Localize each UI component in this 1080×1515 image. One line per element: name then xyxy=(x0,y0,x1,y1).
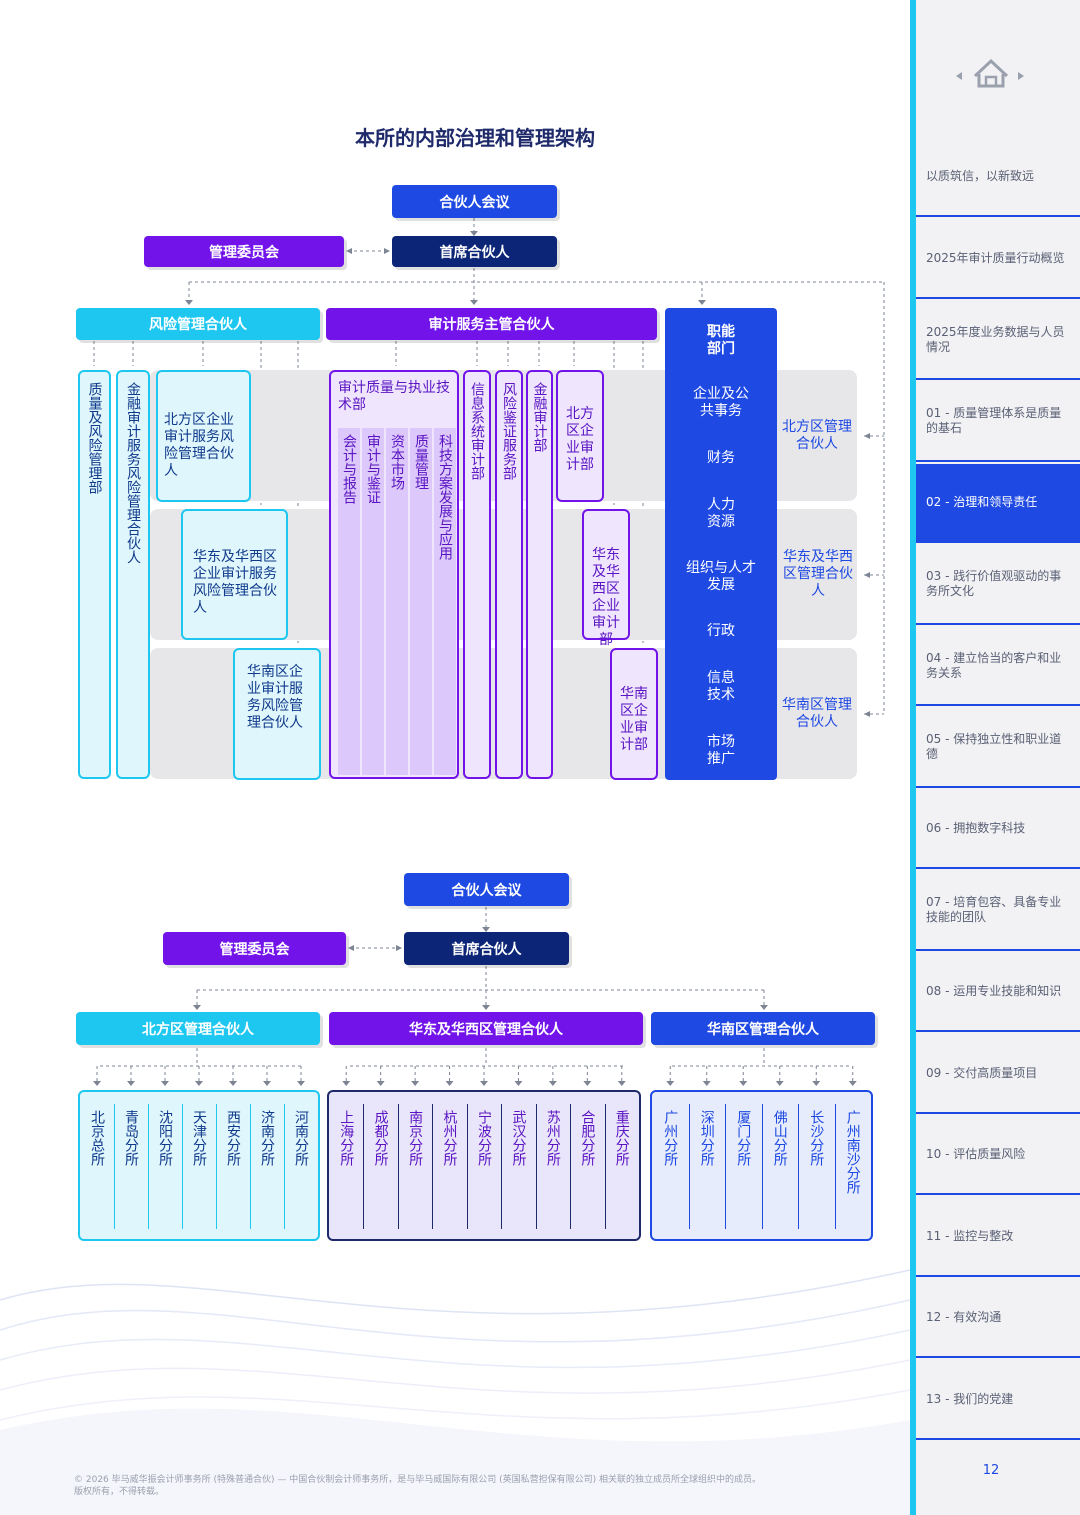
south-mgmt-label: 华南区管理合伙人 xyxy=(782,697,852,730)
east-west-risk-partner-box: 华东及华西区企业审计服务风险管理合伙人 xyxy=(181,509,288,640)
management-committee-box: 管理委员会 xyxy=(144,236,344,267)
it-audit-box: 信息系统审计部 xyxy=(463,370,491,779)
sidebar-item[interactable]: 01 - 质量管理体系是质量的基石 xyxy=(916,383,1080,462)
north-branches-group: 北京总所 青岛分所 沈阳分所 天津分所 西安分所 济南分所 河南分所 xyxy=(78,1090,320,1241)
east-west-mgmt-label: 华东及华西区管理合伙人 xyxy=(783,549,853,599)
quality-tech-dept-box: 审计质量与执业技术部 会计与报告 审计与鉴证 资本市场 质量管理 科技方案发展与… xyxy=(329,370,459,779)
sidebar-item[interactable]: 11 - 监控与整改 xyxy=(916,1198,1080,1277)
branch-office: 南京分所 xyxy=(407,1110,424,1166)
branch-office: 长沙分所 xyxy=(808,1110,825,1166)
sidebar-item[interactable]: 08 - 运用专业技能和知识 xyxy=(916,953,1080,1032)
chief-partner-box-2: 首席合伙人 xyxy=(404,932,569,965)
branch-office: 天津分所 xyxy=(191,1110,207,1166)
north-risk-partner-box: 北方区企业审计服务风险管理合伙人 xyxy=(156,370,251,502)
home-nav[interactable] xyxy=(950,52,1030,92)
sidebar-item[interactable]: 04 - 建立恰当的客户和业务关系 xyxy=(916,627,1080,706)
page-number: 12 xyxy=(982,1463,1000,1478)
east-branches-group: 上海分所成都分所 南京分所杭州分所 宁波分所 武汉分所苏州分所 合肥分所重庆分所 xyxy=(327,1090,641,1241)
sub-audit: 审计与鉴证 xyxy=(365,434,381,504)
north-mgmt-box: 北方区管理合伙人 xyxy=(76,1012,320,1045)
sidebar-accent-line xyxy=(910,0,916,1515)
background-wave xyxy=(0,1269,910,1515)
risk-assurance-box: 风险鉴证服务部 xyxy=(495,370,523,779)
branch-office: 佛山分所 xyxy=(771,1110,788,1166)
branch-office: 北京总所 xyxy=(89,1110,105,1166)
quality-risk-dept-box: 质量及风险管理部 xyxy=(78,370,111,779)
management-committee-box-2: 管理委员会 xyxy=(163,932,346,965)
south-mgmt-box: 华南区管理合伙人 xyxy=(651,1012,875,1045)
branch-arrows xyxy=(93,1066,305,1086)
sidebar-item[interactable]: 13 - 我们的党建 xyxy=(916,1361,1080,1440)
partner-meeting-box: 合伙人会议 xyxy=(392,185,557,218)
branch-office: 宁波分所 xyxy=(476,1110,492,1166)
sidebar-item[interactable]: 以质筑信，以新致远 xyxy=(916,138,1080,217)
functional-departments-box: 职能部门 企业及公共事务 财务 人力资源 组织与人才发展 行政 信息技术 市场推… xyxy=(665,308,777,780)
sidebar-item[interactable]: 12 - 有效沟通 xyxy=(916,1279,1080,1358)
branch-office: 深圳分所 xyxy=(698,1110,715,1166)
branch-office: 合肥分所 xyxy=(579,1110,596,1166)
sidebar-item[interactable]: 2025年度业务数据与人员情况 xyxy=(916,301,1080,380)
branch-office: 苏州分所 xyxy=(544,1110,561,1166)
sidebar-item[interactable]: 02 - 治理和领导责任 xyxy=(916,464,1080,543)
sidebar-item[interactable]: 09 - 交付高质量项目 xyxy=(916,1035,1080,1114)
financial-audit-box: 金融审计部 xyxy=(526,370,553,779)
audit-partner-box: 审计服务主管合伙人 xyxy=(326,308,657,340)
branch-office: 上海分所 xyxy=(338,1110,355,1166)
branch-office: 河南分所 xyxy=(293,1110,309,1166)
func-item: 人力资源 xyxy=(707,497,735,530)
func-item: 行政 xyxy=(707,623,735,639)
south-risk-partner-box: 华南区企业审计服务风险管理合伙人 xyxy=(233,648,321,780)
sub-capital: 资本市场 xyxy=(389,434,405,490)
sidebar-item[interactable]: 06 - 拥抱数字科技 xyxy=(916,790,1080,869)
sub-quality: 质量管理 xyxy=(413,434,429,490)
sidebar-item[interactable]: 05 - 保持独立性和职业道德 xyxy=(916,709,1080,788)
risk-partner-box: 风险管理合伙人 xyxy=(76,308,320,340)
home-icon xyxy=(956,58,1024,88)
branch-office: 青岛分所 xyxy=(123,1110,139,1166)
func-item: 信息技术 xyxy=(707,670,735,703)
branch-office: 广州南沙分所 xyxy=(844,1110,861,1194)
func-item: 财务 xyxy=(707,450,735,466)
footer: © 2026 毕马威华振会计师事务所 (特殊普通合伙) — 中国合伙制会计师事务… xyxy=(74,1475,761,1497)
branch-office: 济南分所 xyxy=(259,1110,275,1166)
func-item: 市场推广 xyxy=(707,734,735,767)
branch-office: 杭州分所 xyxy=(441,1110,458,1166)
func-title: 职能部门 xyxy=(707,324,735,357)
sidebar-item[interactable]: 10 - 评估质量风险 xyxy=(916,1116,1080,1195)
func-item: 企业及公共事务 xyxy=(693,386,749,419)
func-item: 组织与人才发展 xyxy=(686,560,756,593)
branch-office: 成都分所 xyxy=(372,1110,389,1166)
sidebar-item[interactable]: 2025年审计质量行动概览 xyxy=(916,220,1080,299)
partner-meeting-box-2: 合伙人会议 xyxy=(404,873,569,906)
branch-office: 厦门分所 xyxy=(735,1110,752,1166)
east-west-mgmt-box: 华东及华西区管理合伙人 xyxy=(329,1012,643,1045)
chief-partner-box: 首席合伙人 xyxy=(392,236,557,267)
branch-office: 西安分所 xyxy=(225,1110,241,1166)
branch-arrows xyxy=(666,1066,857,1086)
branch-office: 广州分所 xyxy=(662,1110,679,1166)
branch-office: 武汉分所 xyxy=(510,1110,527,1166)
branch-office: 沈阳分所 xyxy=(157,1110,173,1166)
branch-arrows xyxy=(342,1066,626,1086)
sub-tech: 科技方案发展与应用 xyxy=(437,434,453,560)
south-audit-box: 华南区企业审计部 xyxy=(610,648,658,780)
sidebar-item[interactable]: 07 - 培育包容、具备专业技能的团队 xyxy=(916,872,1080,951)
page-title: 本所的内部治理和管理架构 xyxy=(355,126,595,150)
east-west-audit-box: 华东及华西区企业审计部 xyxy=(582,509,630,648)
sub-accounting: 会计与报告 xyxy=(341,434,357,504)
sidebar xyxy=(910,0,1080,1515)
sidebar-item[interactable]: 03 - 践行价值观驱动的事务所文化 xyxy=(916,546,1080,625)
south-branches-group: 广州分所 深圳分所 厦门分所 佛山分所 长沙分所 广州南沙分所 xyxy=(650,1090,873,1241)
north-audit-box: 北方区企业审计部 xyxy=(556,370,604,502)
branch-office: 重庆分所 xyxy=(613,1110,630,1166)
financial-audit-risk-partner-box: 金融审计服务风险管理合伙人 xyxy=(116,370,150,779)
north-mgmt-label: 北方区管理合伙人 xyxy=(782,419,852,452)
